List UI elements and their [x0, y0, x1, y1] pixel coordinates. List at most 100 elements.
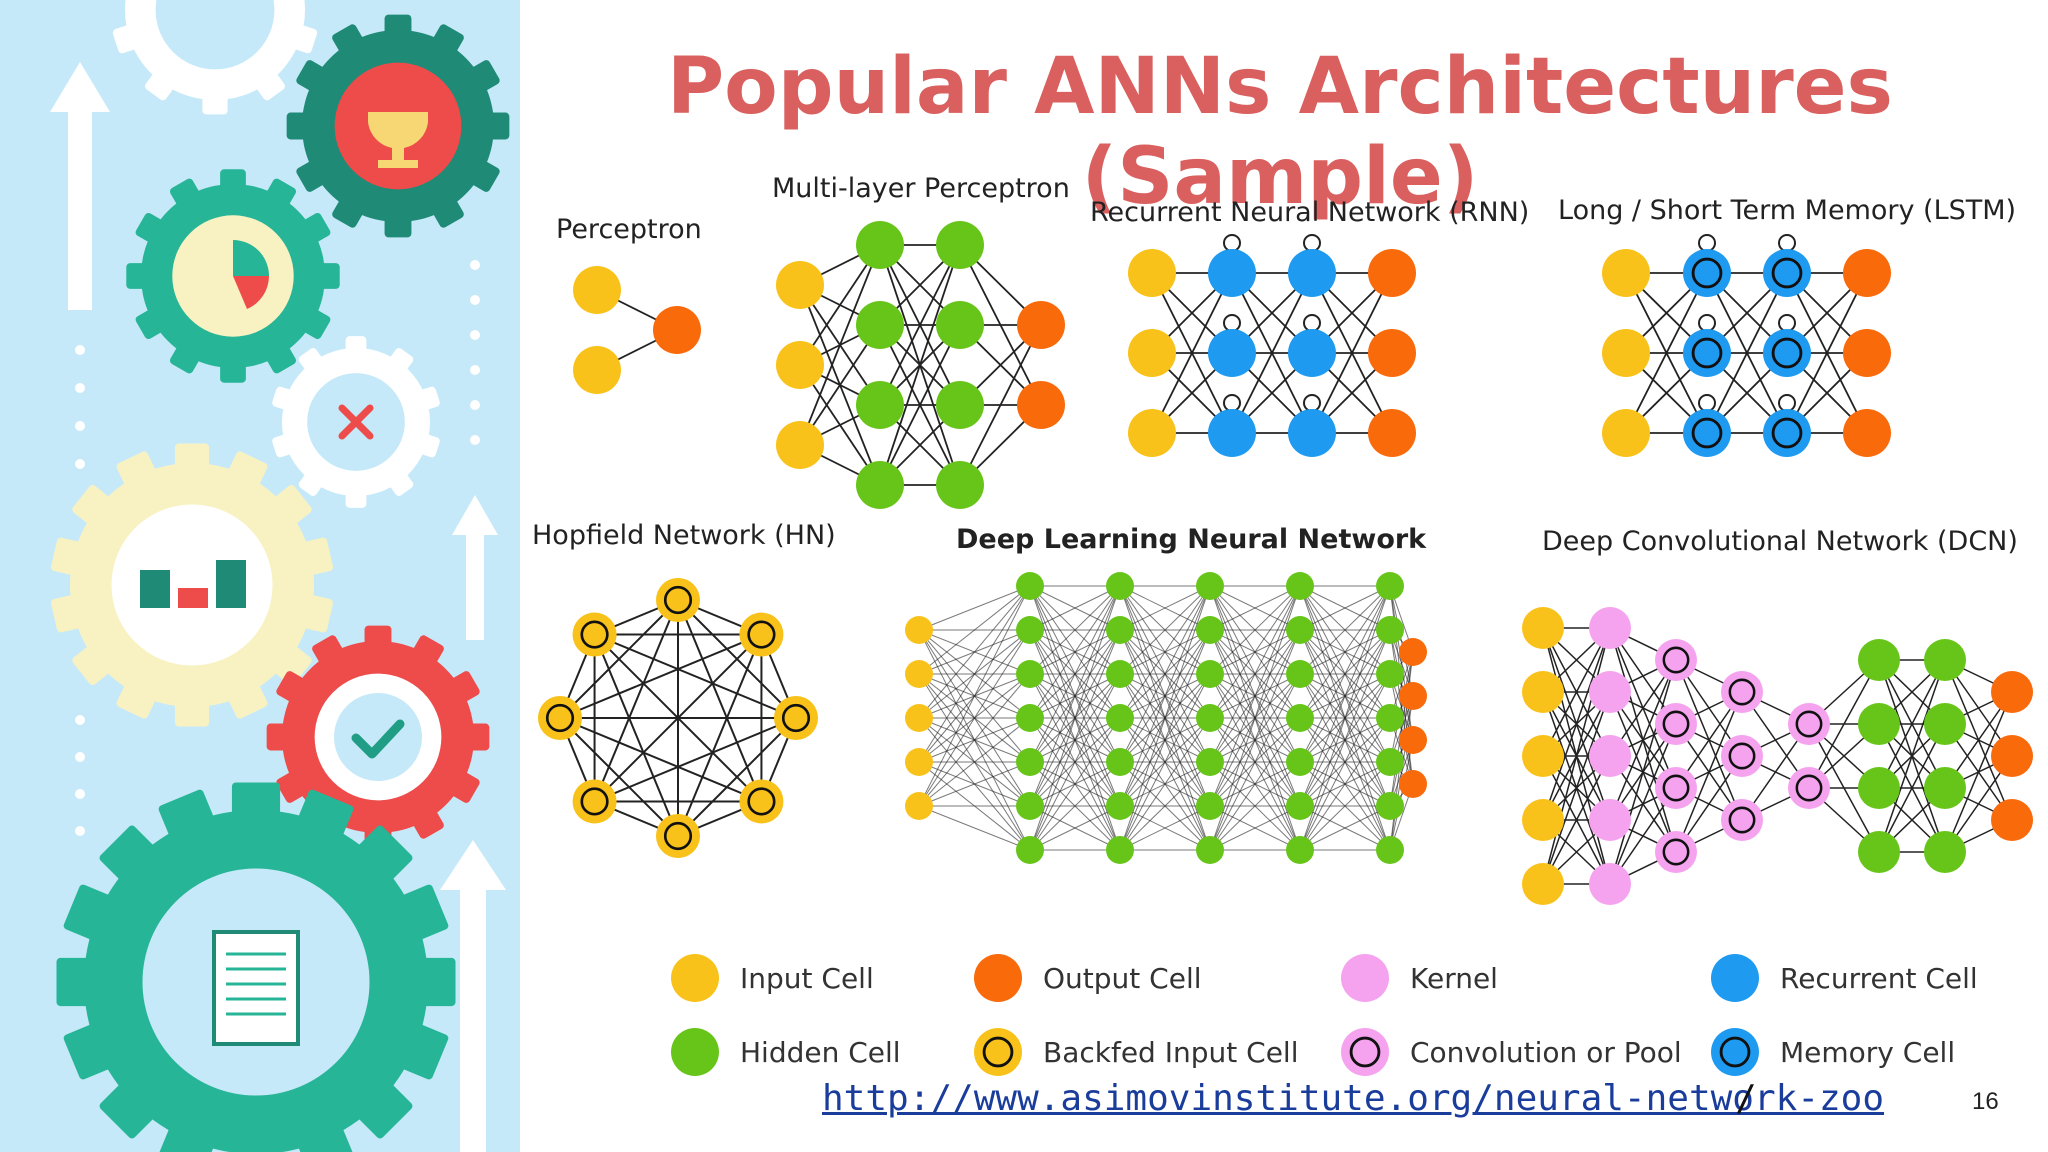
output-cell: [1017, 301, 1065, 349]
input-cell: [573, 266, 621, 314]
network-title-dnn: Deep Learning Neural Network: [956, 524, 1427, 555]
network-title-lstm: Long / Short Term Memory (LSTM): [1558, 195, 2016, 226]
gear-icon: [56, 782, 456, 1152]
conv-cell: [1721, 671, 1763, 713]
recurrent-cell: [1208, 249, 1256, 297]
memory-cell: [1763, 409, 1811, 457]
hidden-cell: [1106, 748, 1134, 776]
backfed-cell: [572, 612, 617, 657]
hidden-cell: [1286, 572, 1314, 600]
input-cell: [776, 261, 824, 309]
network-title-rnn: Recurrent Neural Network (RNN): [1090, 197, 1529, 228]
neural-network-zoo-diagram: Perceptron Multi-layer Perceptron Recurr…: [532, 173, 2033, 1076]
output-cell: [1843, 409, 1891, 457]
slide-title: Popular ANNs Architectures (Sample): [667, 42, 1893, 222]
gear-icon: [272, 336, 440, 508]
hidden-cell: [1376, 660, 1404, 688]
memory-cell: [1763, 329, 1811, 377]
input-cell: [1522, 863, 1564, 905]
lstm-cells: [1602, 249, 1891, 457]
page-number: 16: [1972, 1088, 1999, 1115]
gear-icon: [286, 14, 510, 238]
hidden-cell: [1924, 767, 1966, 809]
hidden-cell: [1924, 831, 1966, 873]
kernel-cell: [1589, 735, 1631, 777]
hidden-cell: [1016, 616, 1044, 644]
legend-label: Hidden Cell: [740, 1036, 901, 1069]
source-link-suffix: /: [1735, 1078, 1757, 1119]
input-cell: [905, 704, 933, 732]
network-title-mlp: Multi-layer Perceptron: [772, 173, 1070, 204]
legend-swatch-memory: [1711, 1028, 1759, 1076]
input-cell: [1522, 799, 1564, 841]
legend-label: Convolution or Pool: [1410, 1036, 1682, 1069]
hidden-cell: [1196, 792, 1224, 820]
input-cell: [1128, 249, 1176, 297]
checkmark-icon: [351, 719, 405, 759]
legend-swatch-output: [974, 954, 1022, 1002]
legend-swatch-hidden: [671, 1028, 719, 1076]
hidden-cell: [936, 381, 984, 429]
input-cell: [1602, 249, 1650, 297]
hidden-cell: [936, 301, 984, 349]
kernel-cell: [1589, 671, 1631, 713]
hidden-cell: [1106, 660, 1134, 688]
hopfield-cells: [538, 578, 818, 858]
input-cell: [1522, 671, 1564, 713]
output-cell: [1991, 671, 2033, 713]
legend-label: Input Cell: [740, 962, 874, 995]
hidden-cell: [856, 461, 904, 509]
decorative-sidebar: [0, 0, 520, 1152]
legend-label: Recurrent Cell: [1780, 962, 1978, 995]
memory-cell: [1683, 249, 1731, 297]
legend-item-backfed: Backfed Input Cell: [974, 1028, 1298, 1076]
source-link[interactable]: http://www.asimovinstitute.org/neural-ne…: [822, 1078, 1885, 1119]
hidden-cell: [1286, 836, 1314, 864]
hidden-cell: [1106, 836, 1134, 864]
hidden-cell: [1196, 660, 1224, 688]
output-cell: [1399, 682, 1427, 710]
hidden-cell: [856, 301, 904, 349]
conv-cell: [1655, 639, 1697, 681]
input-cell: [1602, 409, 1650, 457]
conv-cell: [1655, 703, 1697, 745]
input-cell: [573, 346, 621, 394]
input-cell: [905, 660, 933, 688]
dnn-connections: [918, 585, 1414, 851]
hidden-cell: [1924, 703, 1966, 745]
recurrent-cell: [1288, 329, 1336, 377]
output-cell: [1368, 329, 1416, 377]
backfed-cell: [739, 612, 784, 657]
hidden-cell: [1376, 836, 1404, 864]
output-cell: [1843, 329, 1891, 377]
hidden-cell: [1196, 748, 1224, 776]
conv-cell: [1721, 799, 1763, 841]
input-cell: [1522, 607, 1564, 649]
hidden-cell: [1106, 616, 1134, 644]
hidden-cell: [1016, 836, 1044, 864]
input-cell: [1602, 329, 1650, 377]
backfed-cell: [739, 779, 784, 824]
conv-cell: [1655, 831, 1697, 873]
legend-item-input: Input Cell: [671, 954, 874, 1002]
dnn-cells: [905, 572, 1427, 864]
bar-chart-icon: [140, 560, 246, 608]
hidden-cell: [1196, 836, 1224, 864]
hidden-cell: [856, 381, 904, 429]
hidden-cell: [1196, 704, 1224, 732]
hidden-cell: [1376, 748, 1404, 776]
input-cell: [905, 792, 933, 820]
output-cell: [1843, 249, 1891, 297]
input-cell: [1128, 409, 1176, 457]
mlp-cells: [776, 221, 1065, 509]
recurrent-cell: [1208, 409, 1256, 457]
hidden-cell: [1924, 639, 1966, 681]
gear-icon: [51, 443, 333, 727]
backfed-cell: [774, 696, 818, 740]
hidden-cell: [1858, 831, 1900, 873]
legend-item-kernel: Kernel: [1341, 954, 1498, 1002]
hidden-cell: [936, 461, 984, 509]
legend-label: Kernel: [1410, 962, 1498, 995]
input-cell: [905, 748, 933, 776]
legend-swatch-kernel: [1341, 954, 1389, 1002]
